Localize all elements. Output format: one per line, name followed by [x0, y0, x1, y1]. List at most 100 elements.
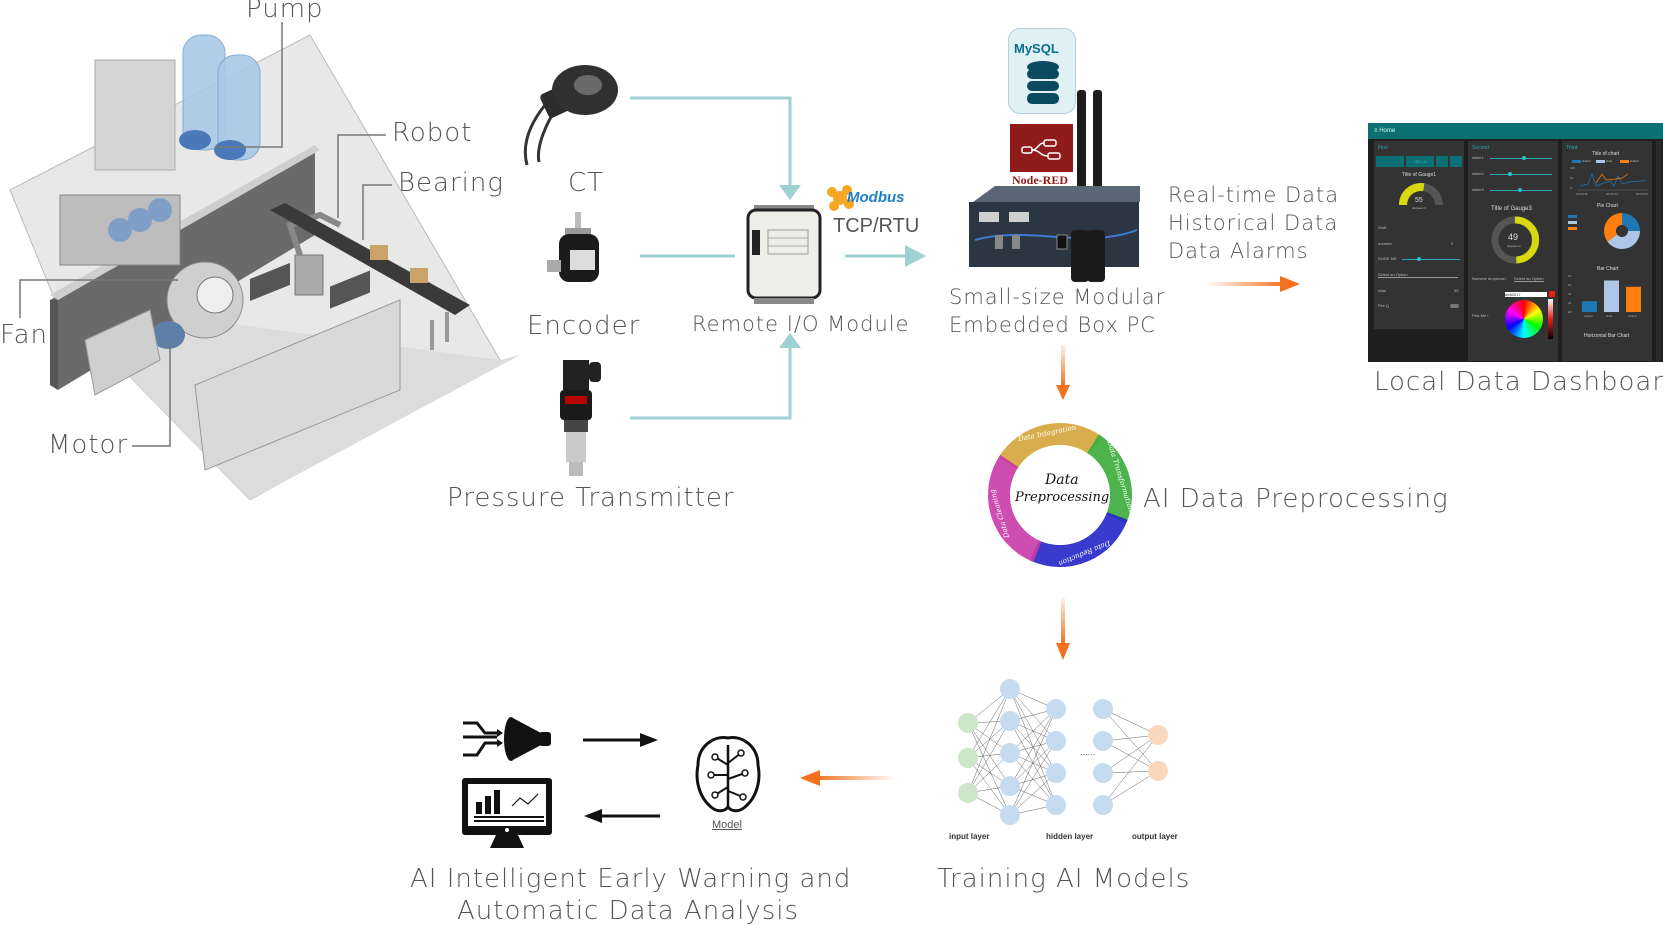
- dash-button-hello[interactable]: HELLO: [1406, 156, 1434, 167]
- bar-y-tick: 40: [1568, 292, 1572, 296]
- legend-swatch: [1572, 160, 1581, 163]
- data-output-historical: Historical Data: [1168, 211, 1339, 235]
- fire-toggle[interactable]: [1450, 304, 1459, 308]
- nn-ellipsis: ......: [1080, 748, 1096, 757]
- pressure-connector-arrowhead: [779, 333, 801, 348]
- dashboard-header-title: Home: [1379, 128, 1396, 134]
- pie-chart-title: Pie Chart: [1597, 203, 1618, 209]
- legend-swatch: [1620, 160, 1629, 163]
- nodered-label: Node-RED: [1012, 173, 1068, 187]
- ct-connector-arrowhead: [779, 185, 801, 200]
- pie-legend-swatch: [1568, 227, 1577, 230]
- preprocessing-label: AI Data Preprocessing: [1143, 484, 1449, 514]
- menu-icon[interactable]: ≡: [1374, 128, 1378, 134]
- nn-edge: [967, 688, 1011, 794]
- slider3-knob[interactable]: [1518, 188, 1523, 192]
- dashboard-column-second: Second slider1 slider2 slider3 Title of …: [1468, 141, 1558, 361]
- dash-button-green[interactable]: [1450, 156, 1462, 167]
- analysis-label-line1: AI Intelligent Early Warning and: [410, 864, 852, 894]
- gauge1: [1398, 182, 1443, 206]
- dashboard-label: Local Data Dashboard: [1374, 367, 1663, 397]
- color-picker-value[interactable]: #e82017: [1505, 292, 1547, 297]
- bar: [1626, 286, 1641, 312]
- protocol-label: TCP/RTU: [833, 215, 920, 237]
- bar-category-label: slide: [1606, 314, 1613, 318]
- numeric-dropdown-select[interactable]: Select an Option: [1514, 276, 1544, 282]
- bar-y-tick: 60: [1568, 274, 1572, 278]
- nn-neuron: [1000, 679, 1020, 699]
- line-x-tick: 20:53:36: [1576, 192, 1588, 196]
- nn-edge: [1009, 708, 1057, 754]
- nn-neuron: [1046, 699, 1066, 719]
- brain-model-icon: [695, 736, 761, 813]
- slider1-track[interactable]: [1490, 158, 1552, 159]
- pie-slice: [1607, 231, 1640, 249]
- bearing-leader-line: [362, 184, 392, 240]
- nn-edge: [1102, 708, 1159, 772]
- analysis-label-line2: Automatic Data Analysis: [457, 896, 800, 926]
- fire-label: Fire {}: [1378, 303, 1389, 308]
- column-title: Third: [1566, 145, 1578, 151]
- nn-neuron: [958, 748, 978, 768]
- color-shade-bar[interactable]: [1548, 299, 1553, 339]
- pie-slice: [1622, 213, 1640, 231]
- color-wheel[interactable]: [1505, 300, 1543, 338]
- nn-neuron: [1000, 805, 1020, 825]
- line-series-slider2: [1579, 172, 1647, 187]
- bar: [1582, 301, 1597, 312]
- gauge1-value-arc: [1398, 182, 1425, 206]
- pie-chart-legend: [1568, 215, 1588, 235]
- data-output-alarms: Data Alarms: [1168, 239, 1309, 263]
- nn-edge: [1102, 770, 1159, 806]
- nn-edge: [967, 722, 1011, 787]
- output-layer-label: output layer: [1132, 832, 1178, 841]
- slide-me-knob[interactable]: [1417, 257, 1422, 261]
- slider2-knob[interactable]: [1508, 172, 1513, 176]
- to-training-arrow-shaft: [1061, 598, 1065, 644]
- modbus-logo-text: Modbus: [847, 189, 905, 206]
- nn-edge: [967, 722, 1011, 816]
- to-monitor-arrowhead: [584, 809, 602, 823]
- line-y-tick: 50: [1570, 176, 1574, 180]
- dash-button-red[interactable]: [1376, 156, 1404, 167]
- gauge1-title: Title of Gauge1: [1402, 172, 1437, 178]
- nn-edge: [1009, 740, 1057, 816]
- stuff-label: Stuff: [1378, 225, 1387, 230]
- to-dashboard-arrow-shaft: [1205, 282, 1285, 286]
- to-model-arrowhead: [640, 733, 658, 747]
- numeric-value[interactable]: 0: [1451, 241, 1454, 246]
- slide-me-slider[interactable]: [1402, 259, 1460, 260]
- dash-button-twitter[interactable]: [1436, 156, 1448, 167]
- line-chart-title: Title of chart: [1592, 151, 1620, 157]
- bar: [1604, 280, 1619, 312]
- nn-neuron: [1093, 763, 1113, 783]
- remote-io-module-icon: [746, 205, 822, 304]
- training-label: Training AI Models: [937, 864, 1191, 894]
- robot-label: Robot: [392, 118, 473, 148]
- gauge3-unit: degrees C: [1507, 244, 1521, 248]
- pie-legend-swatch: [1568, 215, 1577, 218]
- select-option[interactable]: Select an Option: [1378, 272, 1458, 278]
- nn-neuron: [1046, 731, 1066, 751]
- slider3-label: slider3: [1472, 187, 1484, 192]
- slider2-track[interactable]: [1490, 174, 1552, 175]
- hidden-layer-label: hidden layer: [1046, 832, 1094, 841]
- dashboard-scrollbar[interactable]: [1656, 141, 1661, 361]
- nn-edge: [967, 757, 1011, 816]
- bar-y-tick: 50: [1568, 283, 1572, 287]
- ct-sensor-icon: [523, 65, 618, 166]
- nn-neuron: [1093, 699, 1113, 719]
- slider1-knob[interactable]: [1522, 156, 1527, 160]
- nn-neuron: [1148, 725, 1168, 745]
- nn-edge: [1009, 772, 1057, 816]
- preprocessing-center: [1010, 445, 1110, 545]
- gauge3-title: Title of Gauge3: [1491, 206, 1532, 212]
- nn-neuron: [1000, 776, 1020, 796]
- nn-neuron: [958, 713, 978, 733]
- line-y-tick: 100: [1570, 166, 1575, 170]
